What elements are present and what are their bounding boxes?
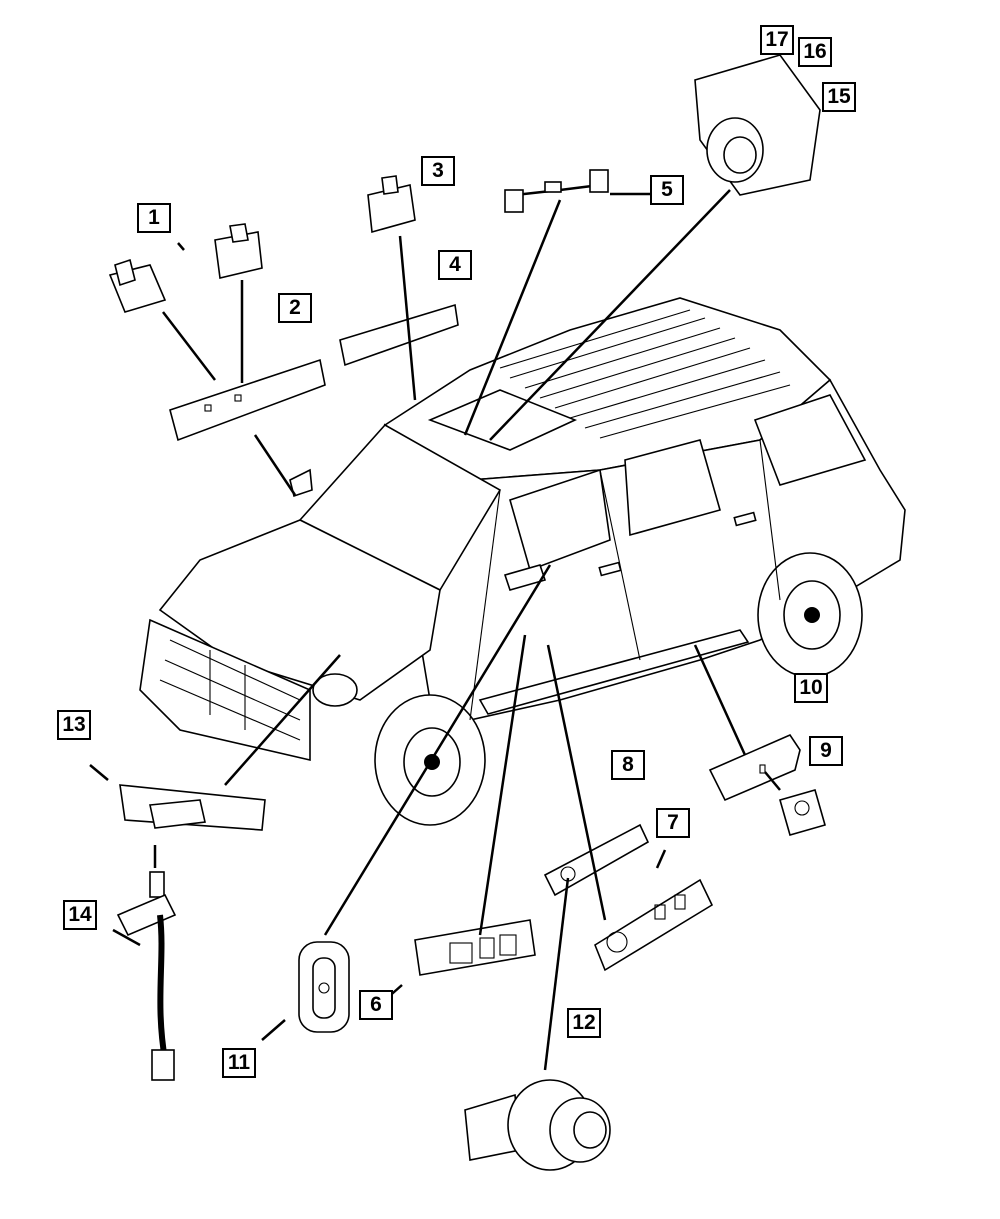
leader-3 <box>398 235 417 401</box>
callout-9[interactable]: 9 <box>809 736 843 766</box>
part-switch-2 <box>214 223 263 279</box>
leader-1 <box>162 311 216 381</box>
leader-13b <box>89 764 109 781</box>
callout-8[interactable]: 8 <box>611 750 645 780</box>
part-mirror-switch-12 <box>464 1079 611 1171</box>
front-grille <box>139 618 311 762</box>
callout-10[interactable]: 10 <box>794 673 828 703</box>
callout-16[interactable]: 16 <box>798 37 832 67</box>
part-rear-bezel-9 <box>708 733 801 802</box>
leader-13 <box>224 654 341 786</box>
callout-17[interactable]: 17 <box>760 25 794 55</box>
leader-5 <box>463 199 562 436</box>
part-hood-bezel-13 <box>119 784 266 831</box>
leader-10 <box>764 771 781 791</box>
leader-7b <box>655 849 667 869</box>
callout-12[interactable]: 12 <box>567 1008 601 1038</box>
callout-6[interactable]: 6 <box>359 990 393 1020</box>
part-switch-3 <box>367 175 416 234</box>
leader-14 <box>112 928 141 947</box>
leader-11 <box>323 564 552 936</box>
leader-12 <box>543 877 570 1071</box>
headlight <box>312 673 358 707</box>
callout-3[interactable]: 3 <box>421 156 455 186</box>
part-harness-5 <box>504 169 609 213</box>
leader-1b <box>177 242 185 251</box>
callout-1[interactable]: 1 <box>137 203 171 233</box>
part-rear-switch-10 <box>779 789 826 836</box>
leader-9 <box>693 644 747 756</box>
running-board <box>478 629 750 715</box>
rear-door-window <box>624 439 721 537</box>
callout-14[interactable]: 14 <box>63 900 97 930</box>
part-overhead-switch-15 <box>694 54 821 196</box>
side-mirror <box>503 564 547 591</box>
part-master-switch-7 <box>594 878 714 972</box>
part-bezel-4 <box>339 303 459 367</box>
part-hood-switch-14 <box>116 845 177 1081</box>
sunroof <box>427 389 578 451</box>
part-switch-panel-6 <box>414 919 536 976</box>
leader-lines <box>89 189 781 1071</box>
callout-2[interactable]: 2 <box>278 293 312 323</box>
leader-15 <box>489 189 731 441</box>
quarter-window <box>753 394 867 486</box>
part-switch-1 <box>108 258 167 313</box>
callout-7[interactable]: 7 <box>656 808 690 838</box>
part-window-switch-11 <box>298 941 350 1033</box>
callout-4[interactable]: 4 <box>438 250 472 280</box>
callout-11[interactable]: 11 <box>222 1048 256 1078</box>
front-door-window <box>509 468 611 572</box>
roof-rack-slats <box>499 309 791 439</box>
leader-2b <box>253 434 297 496</box>
leader-6 <box>478 634 527 936</box>
part-bezel-2 <box>169 358 326 442</box>
callout-13[interactable]: 13 <box>57 710 91 740</box>
leader-11b <box>261 1019 286 1041</box>
callout-5[interactable]: 5 <box>650 175 684 205</box>
callout-15[interactable]: 15 <box>822 82 856 112</box>
leader-7 <box>546 644 607 921</box>
